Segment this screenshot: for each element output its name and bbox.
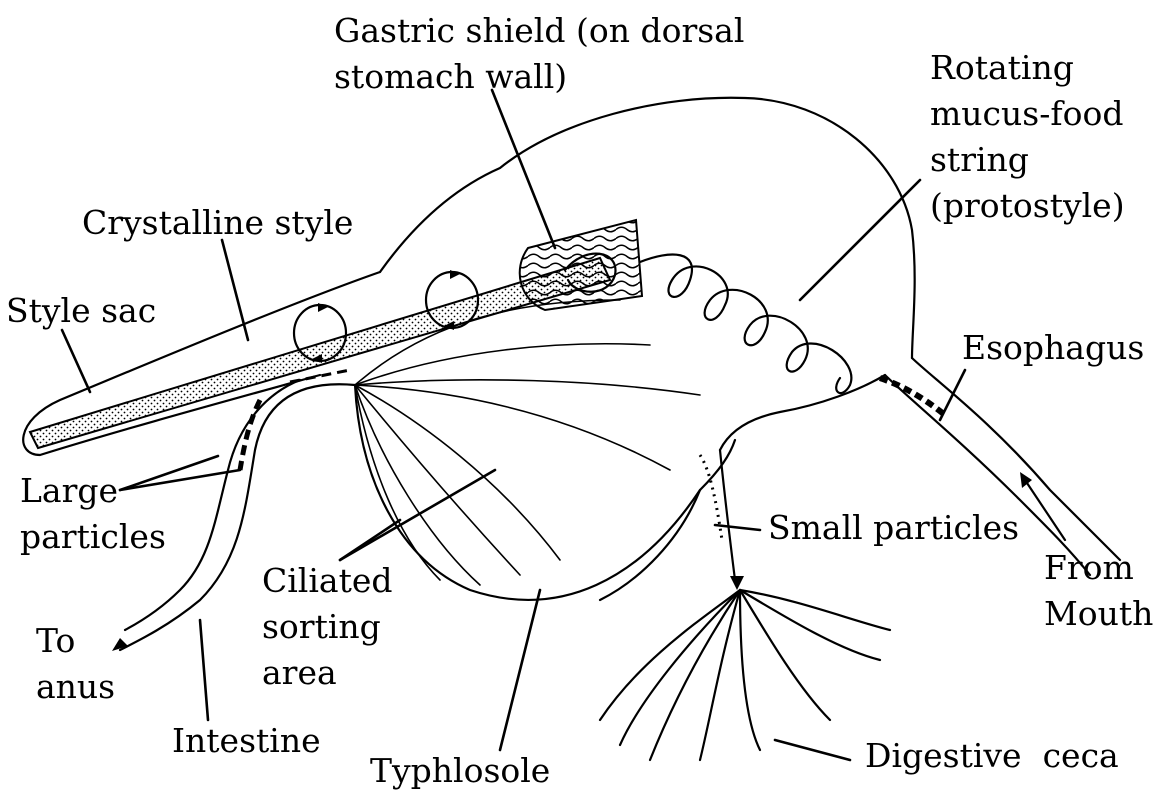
typhlosole-label: Typhlosole [370, 748, 550, 794]
mucus-food-string [640, 255, 945, 415]
style-sac-label: Style sac [6, 288, 156, 334]
crystalline-style-label: Crystalline style [82, 200, 353, 246]
to-anus-label: To anus [36, 618, 115, 710]
esophagus-label: Esophagus [962, 325, 1144, 371]
from-mouth-label: From Mouth [1044, 545, 1153, 637]
digestive-ceca-label: Digestive ceca [865, 733, 1119, 779]
leader-lines [62, 90, 965, 760]
small-particles-label: Small particles [768, 505, 1019, 551]
gastric-shield [520, 220, 642, 310]
intestine-label: Intestine [172, 718, 321, 764]
ciliated-sorting-area-label: Ciliated sorting area [262, 558, 393, 696]
from-mouth-arrowhead [1020, 472, 1032, 488]
rotating-string-label: Rotating mucus-food string (protostyle) [930, 45, 1125, 229]
ciliated-sorting-area [355, 300, 735, 600]
digestive-ceca [600, 450, 890, 760]
large-particles-label: Large particles [20, 468, 166, 560]
gastric-shield-label: Gastric shield (on dorsal stomach wall) [334, 8, 744, 100]
